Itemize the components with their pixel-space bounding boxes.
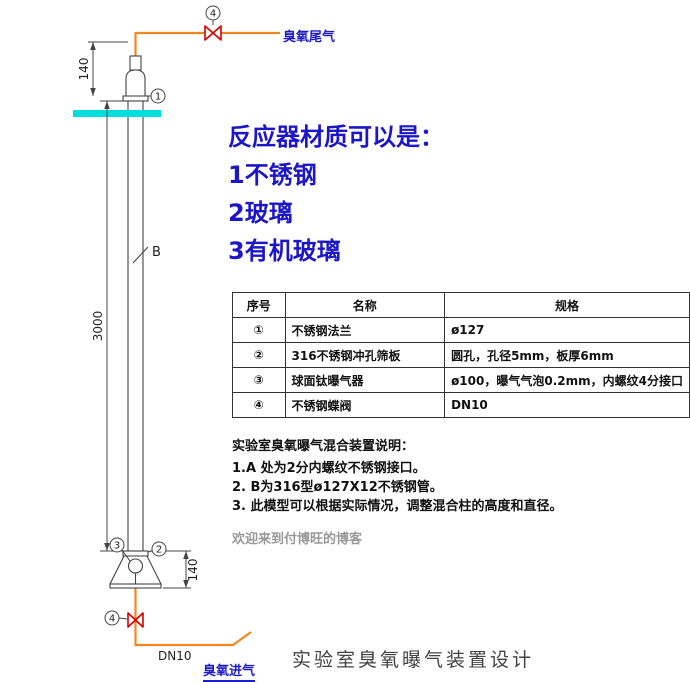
- label-b: B: [152, 245, 161, 260]
- valve-icon-bottom: [127, 612, 144, 628]
- pipe-size-label: DN10: [158, 649, 192, 663]
- marker-sieve-circle: [151, 541, 167, 557]
- cell-seq: ④: [232, 392, 286, 418]
- table-row: ④ 不锈钢蝶阀 DN10: [232, 392, 690, 418]
- svg-text:4: 4: [109, 614, 115, 625]
- marker-valve-bottom-circle: [104, 610, 120, 626]
- cell-spec: ø127: [444, 317, 690, 343]
- cell-spec: 圆孔，孔径5mm，板厚6mm: [444, 342, 690, 368]
- notes-title: 实验室臭氧曝气混合装置说明：: [232, 439, 415, 454]
- header-seq: 序号: [232, 292, 286, 318]
- marker-valve-top-circle: [205, 5, 221, 21]
- dimension-lines: [88, 41, 191, 589]
- svg-text:4: 4: [210, 9, 216, 20]
- marker-aerator-circle: [109, 537, 125, 553]
- part-marker-digits: 1 4 3 2 4: [109, 9, 216, 625]
- table-header-row: 序号 名称 规格: [232, 292, 690, 318]
- cell-name: 316不锈钢冲孔筛板: [284, 342, 446, 368]
- cyan-highlight: [73, 110, 161, 117]
- cell-name: 球面钛曝气器: [284, 367, 446, 393]
- table-row: ① 不锈钢法兰 ø127: [232, 317, 690, 343]
- cell-spec: ø100，曝气气泡0.2mm，内螺纹4分接口: [444, 367, 690, 393]
- cell-spec: DN10: [444, 392, 690, 418]
- svg-text:3: 3: [114, 541, 120, 552]
- materials-item: 2玻璃: [228, 199, 293, 227]
- cell-seq: ①: [232, 317, 286, 343]
- part-markers: [104, 5, 221, 626]
- b-tick: [132, 246, 149, 264]
- cell-name: 不锈钢法兰: [284, 317, 446, 343]
- parts-table: 序号 名称 规格 ① 不锈钢法兰 ø127 ② 316不锈钢冲孔筛板 圆孔，孔径…: [232, 292, 690, 418]
- cell-name: 不锈钢蝶阀: [284, 392, 446, 418]
- svg-text:1: 1: [155, 92, 161, 103]
- svg-text:2: 2: [156, 545, 162, 556]
- valve-icon-top: [204, 25, 222, 41]
- materials-note: 反应器材质可以是： 1不锈钢 2玻璃 3有机玻璃: [228, 118, 444, 270]
- materials-title: 反应器材质可以是：: [228, 123, 444, 151]
- table-row: ② 316不锈钢冲孔筛板 圆孔，孔径5mm，板厚6mm: [232, 342, 690, 368]
- reactor-column: [109, 55, 162, 589]
- table-row: ③ 球面钛曝气器 ø100，曝气气泡0.2mm，内螺纹4分接口: [232, 367, 690, 393]
- dim-main-label: 3000: [91, 311, 105, 342]
- note-item: 1.A 处为2分内螺纹不锈钢接口。: [232, 461, 426, 476]
- dim-top-label: 140: [77, 58, 91, 81]
- header-name: 名称: [284, 292, 446, 318]
- drawing-caption: 实验室臭氧曝气装置设计: [292, 649, 535, 671]
- dim-bottom-label: 140: [186, 559, 200, 582]
- cell-seq: ③: [232, 367, 286, 393]
- pipe-top: [134, 31, 280, 56]
- pipe-lines: [134, 31, 280, 647]
- notes-block: 实验室臭氧曝气混合装置说明： 1.A 处为2分内螺纹不锈钢接口。 2. B为31…: [232, 437, 563, 516]
- column-cap: [125, 69, 146, 97]
- note-item: 3. 此模型可以根据实际情况，调整混合柱的高度和直径。: [232, 499, 563, 514]
- materials-item: 1不锈钢: [228, 161, 317, 189]
- ozone-outlet-label: 臭氧尾气: [283, 30, 336, 45]
- pipe-bottom: [134, 588, 252, 647]
- marker-flange-circle: [150, 88, 166, 104]
- ozone-inlet-label: 臭氧进气: [203, 660, 256, 682]
- cell-seq: ②: [232, 342, 286, 368]
- materials-item: 3有机玻璃: [228, 237, 341, 265]
- note-item: 2. B为316型ø127X12不锈钢管。: [232, 480, 443, 495]
- dimension-labels: 140 3000 140: [77, 58, 200, 582]
- watermark-text: 欢迎来到付博旺的博客: [232, 532, 363, 547]
- header-spec: 规格: [444, 292, 690, 318]
